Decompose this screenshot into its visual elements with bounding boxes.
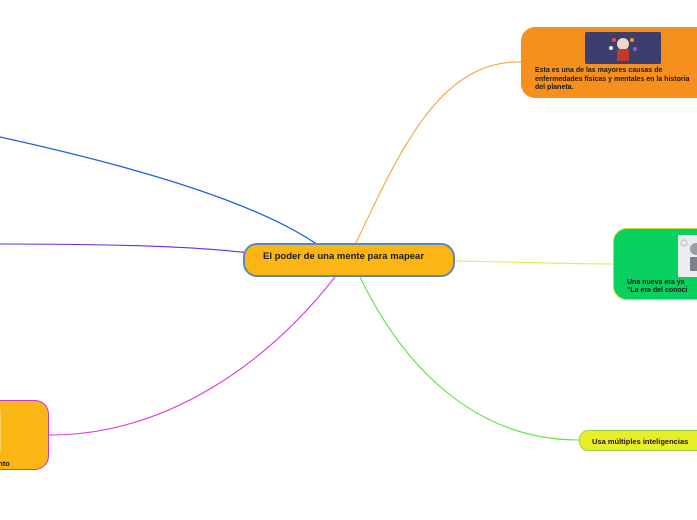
topic-causas[interactable]: Esta es una de las mayores causas de enf…	[521, 27, 697, 98]
topic-crecimiento-label: cimiento	[0, 459, 10, 468]
connector-yellow	[454, 260, 614, 265]
topic-causas-text: Esta es una de las mayores causas de enf…	[535, 67, 690, 91]
topic-crecimiento-image	[0, 407, 1, 453]
topic-era-line-2: "La era del conoci	[627, 287, 688, 294]
central-topic-label: El poder de una mente para mapear	[263, 251, 425, 262]
central-topic[interactable]: El poder de una mente para mapear	[243, 243, 455, 277]
figure-illustration-icon	[678, 235, 697, 277]
topic-causas-image	[585, 32, 661, 64]
connector-purple	[0, 243, 256, 255]
connector-green	[359, 276, 580, 441]
topic-inteligencias[interactable]: Usa múltiples inteligencias	[579, 430, 697, 451]
topic-era-image	[678, 235, 697, 277]
connector-orange	[354, 61, 522, 246]
topic-era-line-1: Una nueva era ya	[627, 279, 685, 286]
person-illustration-icon	[585, 32, 661, 64]
connector-magenta	[48, 276, 336, 436]
topic-era[interactable]: Una nueva era ya "La era del conoci	[613, 228, 697, 300]
topic-inteligencias-label: Usa múltiples inteligencias	[592, 437, 689, 446]
topic-crecimiento[interactable]: cimiento	[0, 400, 49, 470]
connector-blue	[0, 136, 319, 246]
topic-era-text: Una nueva era ya "La era del conoci	[627, 279, 697, 295]
